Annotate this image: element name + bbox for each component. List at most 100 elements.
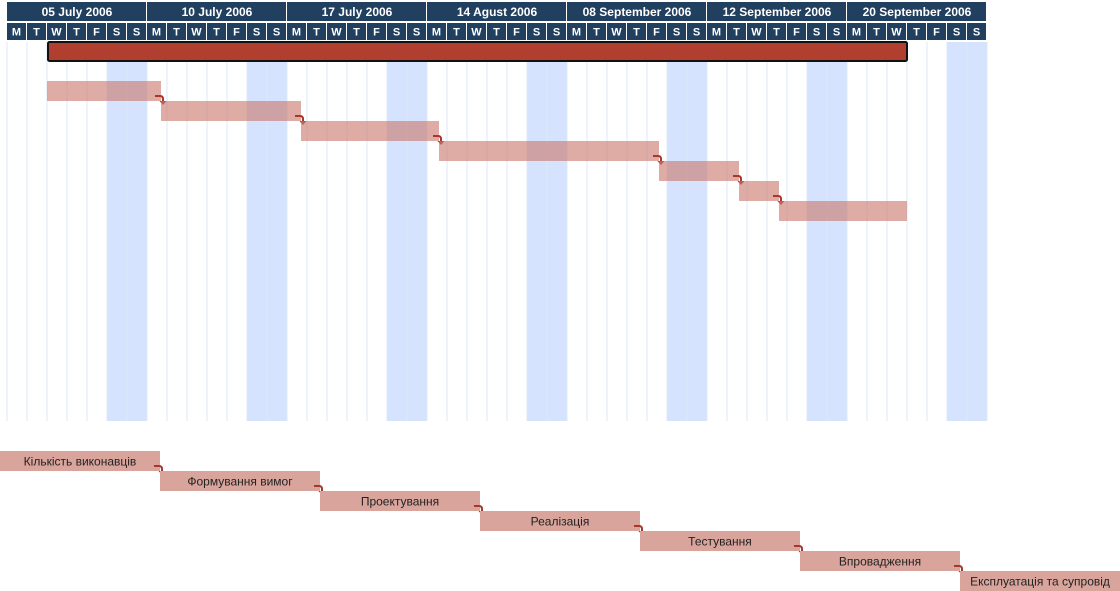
day-header-cell — [387, 23, 406, 40]
task-list-label: Тестування — [688, 535, 752, 549]
chart-task-layer — [47, 81, 907, 221]
day-header-cell — [627, 23, 646, 40]
chart-task-bar[interactable] — [659, 161, 739, 181]
task-list-bar[interactable] — [800, 551, 960, 571]
day-header-cell — [707, 23, 726, 40]
day-header-letter: F — [513, 27, 520, 39]
task-list-bar[interactable] — [960, 571, 1120, 591]
day-header-letter: S — [673, 27, 680, 39]
day-header-cell — [807, 23, 826, 40]
day-header-cell — [287, 23, 306, 40]
task-list-label: Кількість виконавців — [24, 455, 137, 469]
dependency-connector — [155, 95, 164, 102]
day-header-letter: F — [933, 27, 940, 39]
day-header-letter: M — [712, 27, 721, 39]
task-list-label: Формування вимог — [187, 475, 293, 489]
day-header-cell — [587, 23, 606, 40]
day-header-cell — [407, 23, 426, 40]
day-header-cell — [467, 23, 486, 40]
day-header-cell — [547, 23, 566, 40]
day-header-letter: M — [432, 27, 441, 39]
day-header-letter: F — [373, 27, 380, 39]
day-header-cell — [167, 23, 186, 40]
day-header-cell — [687, 23, 706, 40]
day-header-letter: S — [273, 27, 280, 39]
day-header-letter: T — [453, 27, 460, 39]
day-header-cell — [227, 23, 246, 40]
week-header-label: 20 September 2006 — [863, 5, 972, 19]
day-header-letter: S — [533, 27, 540, 39]
day-header-cell — [307, 23, 326, 40]
weekend-column — [667, 42, 687, 421]
day-header-letter: W — [751, 27, 762, 39]
day-header-cell — [567, 23, 586, 40]
day-header-cell — [507, 23, 526, 40]
day-header-cell — [127, 23, 146, 40]
day-header-cell — [927, 23, 946, 40]
day-header-cell — [107, 23, 126, 40]
day-header-letter: M — [152, 27, 161, 39]
week-header-label: 14 Agust 2006 — [457, 5, 538, 19]
day-header-letter: M — [292, 27, 301, 39]
task-list-label: Впровадження — [839, 555, 921, 569]
dependency-connector — [154, 465, 163, 472]
day-header-letter: T — [773, 27, 780, 39]
chart-task-bar[interactable] — [161, 101, 301, 121]
weekend-column — [127, 42, 147, 421]
task-list-bar[interactable] — [160, 471, 320, 491]
dependency-connector — [794, 545, 803, 552]
day-header-letter: W — [471, 27, 482, 39]
day-header-cell — [147, 23, 166, 40]
task-list-bar[interactable] — [320, 491, 480, 511]
day-header-cell — [367, 23, 386, 40]
task-list-bar[interactable] — [0, 451, 160, 471]
day-header-cell — [447, 23, 466, 40]
day-header-letter: F — [93, 27, 100, 39]
dependency-connector — [773, 195, 782, 202]
day-header-cell — [47, 23, 66, 40]
day-header-cell — [527, 23, 546, 40]
day-header-letter: F — [233, 27, 240, 39]
day-header-cell — [967, 23, 986, 40]
week-header-label: 12 September 2006 — [723, 5, 832, 19]
day-header-cell — [487, 23, 506, 40]
week-header-label: 17 July 2006 — [322, 5, 393, 19]
day-header-cell — [327, 23, 346, 40]
day-header-letter: S — [413, 27, 420, 39]
day-header-letter: S — [553, 27, 560, 39]
weekend-column — [267, 42, 287, 421]
day-header-letter: S — [133, 27, 140, 39]
chart-task-bar[interactable] — [779, 201, 907, 221]
day-header-cell — [767, 23, 786, 40]
chart-task-bar[interactable] — [301, 121, 439, 141]
week-header-cell — [707, 2, 846, 21]
chart-task-bar[interactable] — [439, 141, 659, 161]
summary-task-bar[interactable] — [47, 41, 908, 62]
day-header-cell — [27, 23, 46, 40]
weekend-column — [547, 42, 567, 421]
weekend-column — [827, 42, 847, 421]
task-list-bar[interactable] — [480, 511, 640, 531]
day-header-letter: T — [633, 27, 640, 39]
task-list-bar[interactable] — [640, 531, 800, 551]
week-header-label: 08 September 2006 — [583, 5, 692, 19]
day-header-cell — [87, 23, 106, 40]
day-header-letter: M — [12, 27, 21, 39]
week-header-cell — [567, 2, 706, 21]
chart-task-bar[interactable] — [739, 181, 779, 201]
day-header-cell — [847, 23, 866, 40]
day-header-cell — [427, 23, 446, 40]
dependency-connector — [295, 115, 304, 122]
day-header-cell — [827, 23, 846, 40]
week-header-cell — [287, 2, 426, 21]
day-header-letter: T — [593, 27, 600, 39]
day-header-cell — [7, 23, 26, 40]
week-header-label: 10 July 2006 — [182, 5, 253, 19]
weekend-column — [247, 42, 267, 421]
day-header-cell — [787, 23, 806, 40]
day-header-letter: T — [213, 27, 220, 39]
day-header-cell — [607, 23, 626, 40]
chart-task-bar[interactable] — [47, 81, 161, 101]
